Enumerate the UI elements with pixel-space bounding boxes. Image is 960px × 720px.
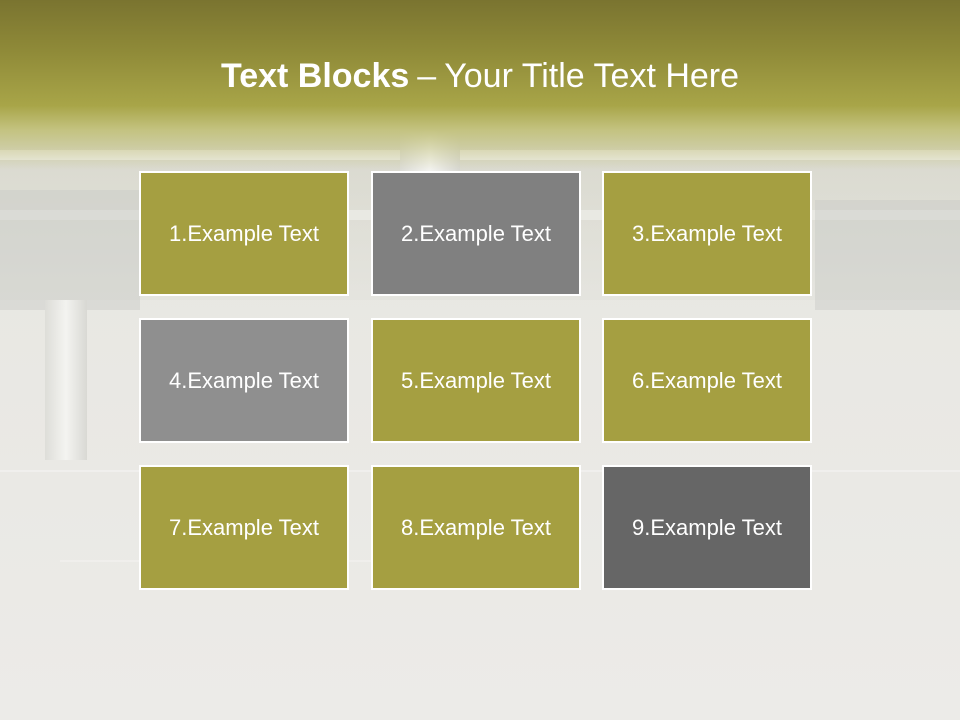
text-block-label: 7.Example Text (168, 514, 319, 540)
text-block-5[interactable]: 5.Example Text (371, 318, 581, 443)
text-block-8[interactable]: 8.Example Text (371, 465, 581, 590)
background-pillar (45, 300, 87, 460)
header-band (0, 0, 960, 170)
title-dash: – (417, 57, 437, 95)
text-block-label: 9.Example Text (631, 514, 782, 540)
text-block-9[interactable]: 9.Example Text (602, 465, 812, 590)
text-block-label: 2.Example Text (400, 220, 551, 246)
title-rest: Your Title Text Here (444, 57, 740, 95)
text-block-6[interactable]: 6.Example Text (602, 318, 812, 443)
text-block-4[interactable]: 4.Example Text (139, 318, 349, 443)
text-block-label: 5.Example Text (400, 367, 551, 393)
text-block-1[interactable]: 1.Example Text (139, 171, 349, 296)
slide-title: Text Blocks–Your Title Text Here (0, 52, 960, 102)
text-block-label: 3.Example Text (631, 220, 782, 246)
text-block-2[interactable]: 2.Example Text (371, 171, 581, 296)
text-block-label: 1.Example Text (168, 220, 319, 246)
background-window (815, 200, 960, 310)
title-bold: Text Blocks (220, 57, 410, 95)
text-block-7[interactable]: 7.Example Text (139, 465, 349, 590)
text-block-3[interactable]: 3.Example Text (602, 171, 812, 296)
background-window (0, 190, 140, 310)
text-block-label: 4.Example Text (168, 367, 319, 393)
text-block-label: 8.Example Text (400, 514, 551, 540)
text-block-label: 6.Example Text (631, 367, 782, 393)
